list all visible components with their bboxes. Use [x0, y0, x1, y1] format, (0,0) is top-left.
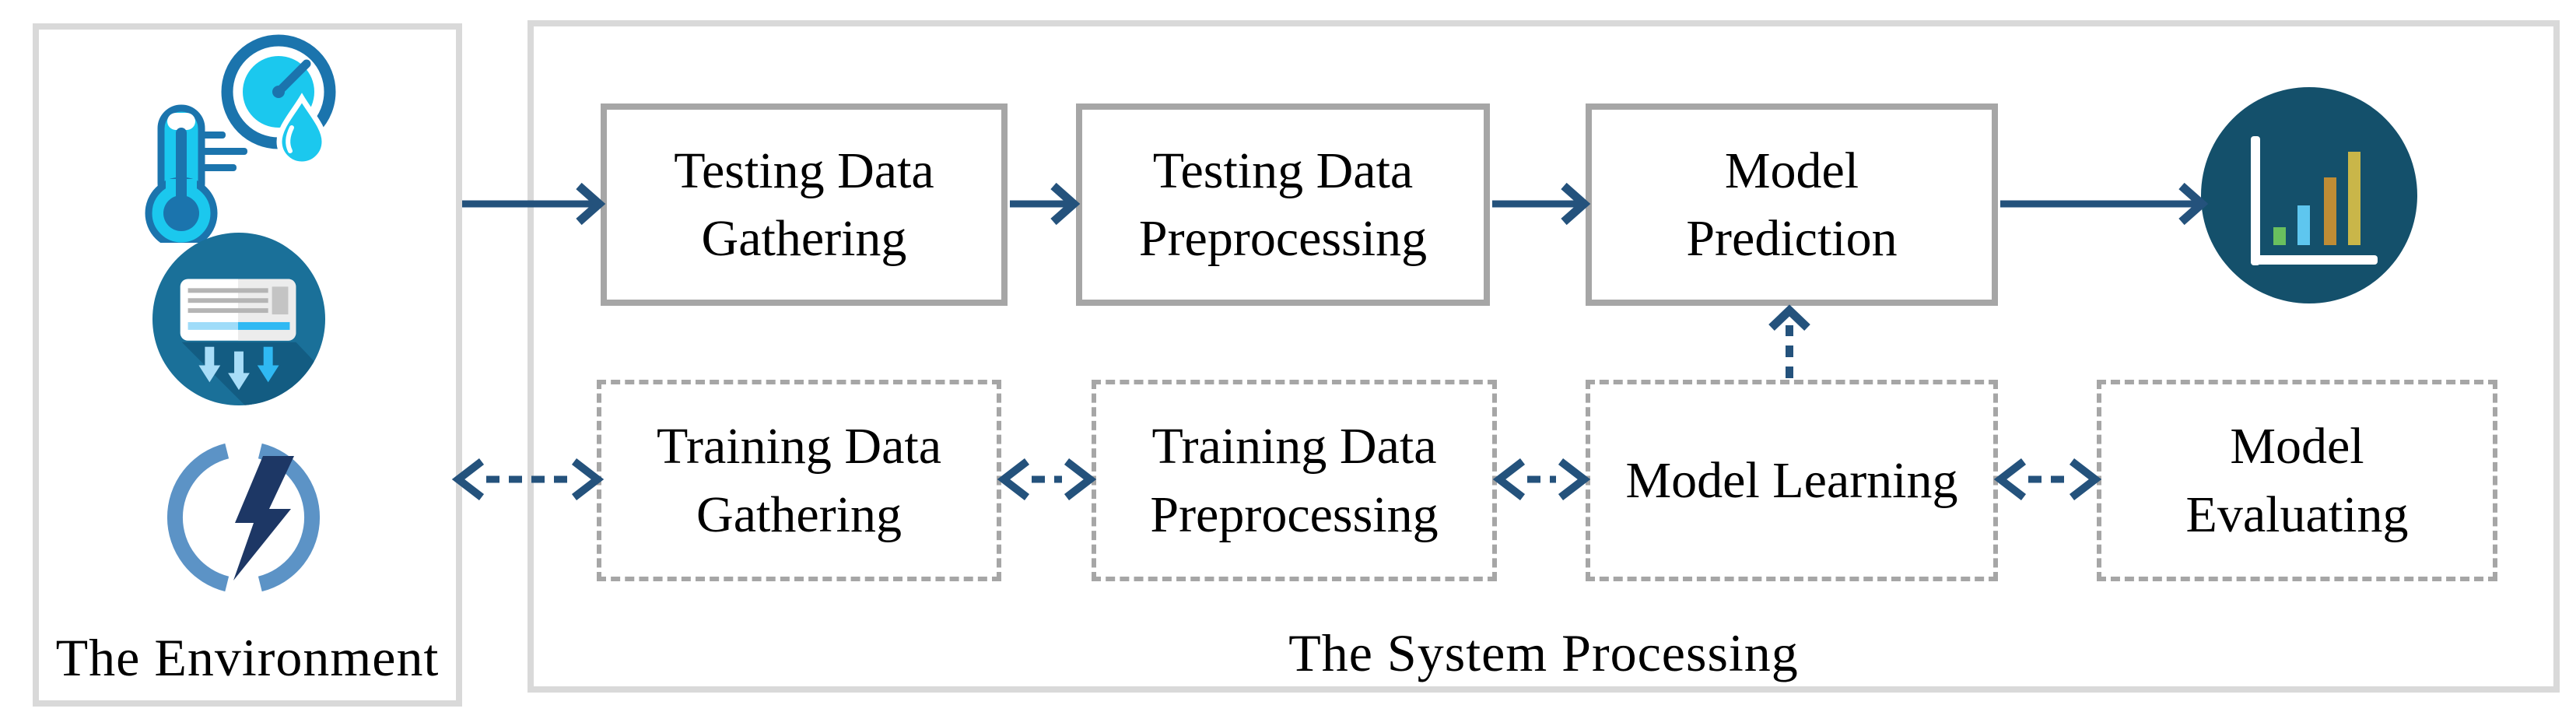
environment-panel-label: The Environment	[55, 628, 440, 687]
box-model-learning: Model Learning	[1586, 380, 1998, 581]
temperature-humidity-icon	[145, 34, 336, 243]
box-model-prediction: Model Prediction	[1586, 103, 1998, 306]
box-training-data-gathering: Training Data Gathering	[597, 380, 1001, 581]
lightning-bolt	[233, 456, 294, 580]
bar-chart-icon	[2201, 87, 2417, 303]
box-testing-data-gathering: Testing Data Gathering	[601, 103, 1008, 306]
system-processing-panel-label: The System Processing	[1288, 623, 1799, 682]
air-conditioner-icon	[152, 232, 326, 406]
ac-airflow-arrows	[198, 346, 279, 391]
box-model-evaluating: Model Evaluating	[2097, 380, 2497, 581]
box-training-data-preprocessing: Training Data Preprocessing	[1092, 380, 1497, 581]
box-testing-data-preprocessing: Testing Data Preprocessing	[1076, 103, 1490, 306]
energy-icon	[166, 443, 321, 592]
